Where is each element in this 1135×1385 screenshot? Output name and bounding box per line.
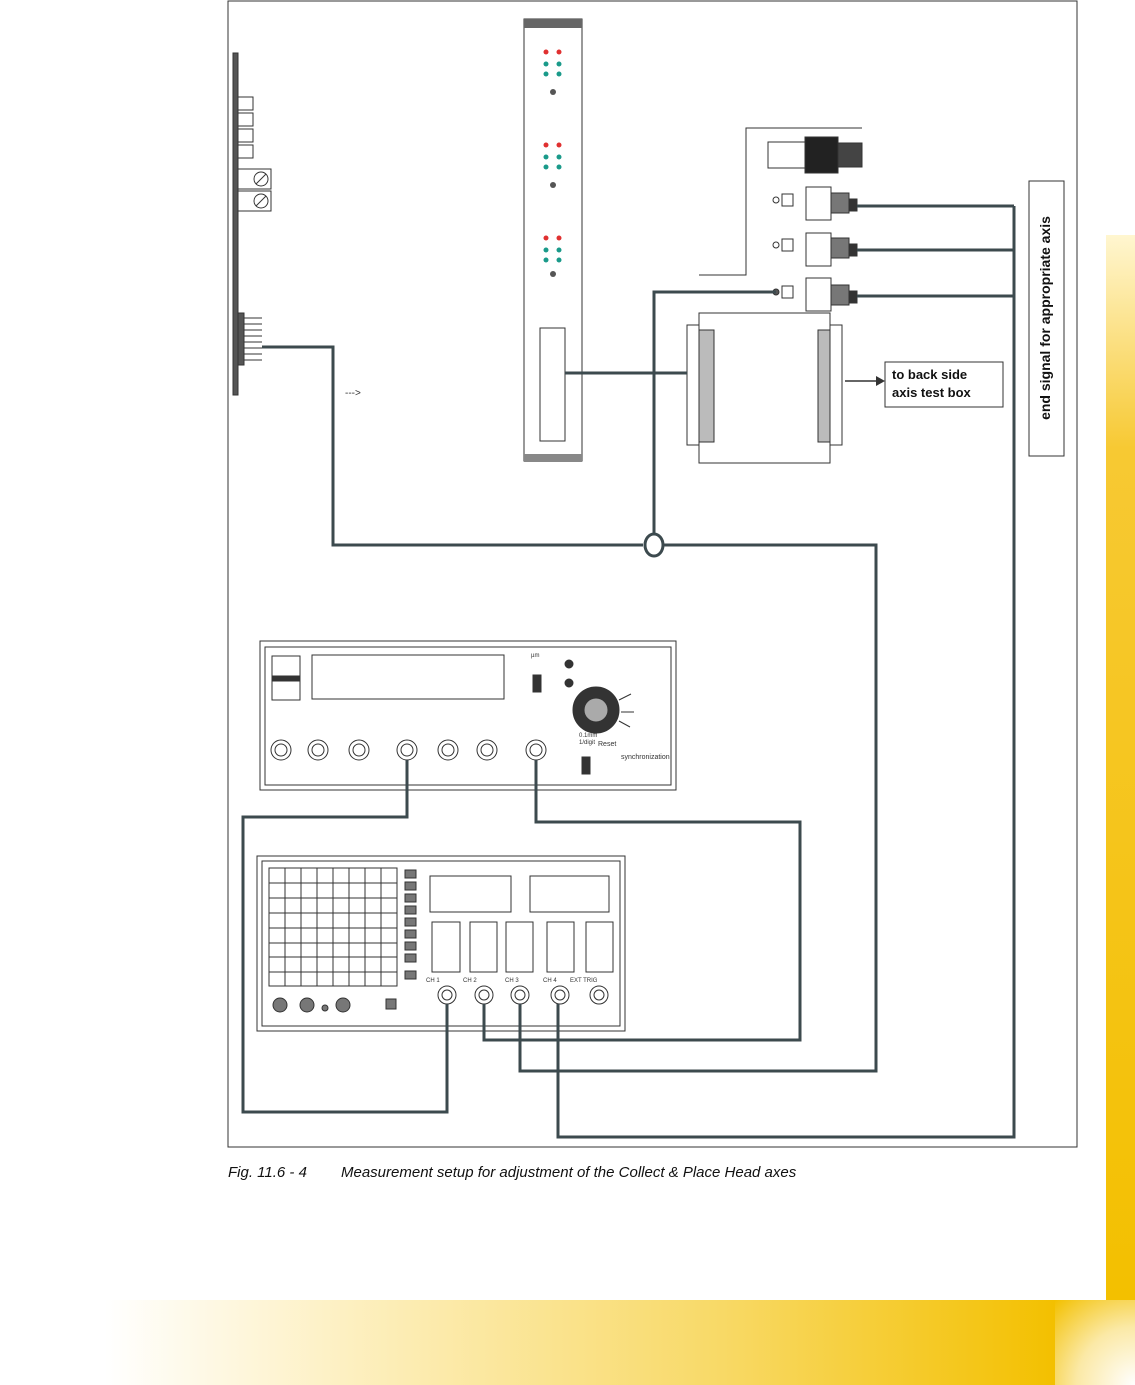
- arrow-marker-text: --->: [345, 388, 361, 399]
- scope-ch2-label: CH 2: [463, 978, 477, 984]
- scope-ch1-label: CH 1: [426, 978, 440, 984]
- counter-sync-label: synchronization: [621, 754, 670, 761]
- bnc-connector-3: [773, 278, 857, 311]
- back-side-label-line1: to back side: [892, 366, 971, 384]
- back-side-label: to back side axis test box: [892, 366, 971, 402]
- counter-reset-label: Reset: [598, 741, 616, 748]
- counter-unit: [260, 641, 676, 790]
- oscilloscope: [257, 856, 625, 1031]
- amplifier-module: [524, 19, 582, 462]
- figure-caption-number: Fig. 11.6 - 4: [228, 1164, 307, 1181]
- counter-unit-label: µm: [531, 653, 539, 659]
- figure-caption-text: Measurement setup for adjustment of the …: [341, 1164, 796, 1181]
- end-signal-label-text: end signal for appropriate axis: [1036, 216, 1054, 420]
- bnc-connector-1: [773, 187, 857, 220]
- scope-screen-grid: [269, 868, 397, 986]
- arrow-head-icon: [876, 376, 885, 386]
- counter-knob-label-1: 0.1mm: [579, 733, 597, 739]
- back-side-label-line2: axis test box: [892, 384, 971, 402]
- bnc-connector-2: [773, 233, 857, 266]
- scope-ch4-label: CH 4: [543, 978, 557, 984]
- axis-test-box: [687, 128, 862, 463]
- scope-ch3-label: CH 3: [505, 978, 519, 984]
- left-pcb-card: [233, 53, 271, 395]
- counter-knob-label-2: 1/digit: [579, 740, 595, 746]
- scope-ext-trig-label: EXT TRIG: [570, 978, 597, 984]
- end-signal-label: end signal for appropriate axis: [1030, 195, 1060, 440]
